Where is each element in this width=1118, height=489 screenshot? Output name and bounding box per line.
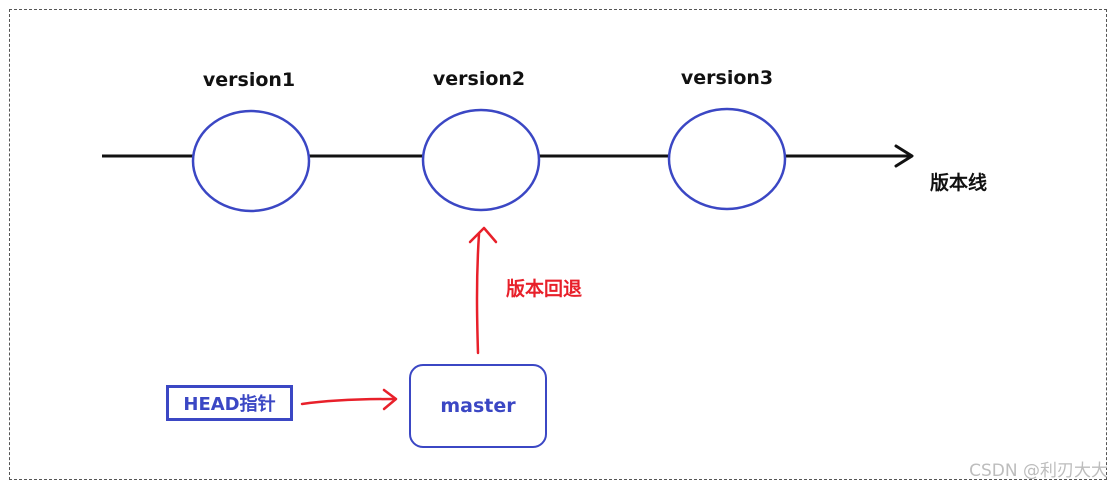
master-branch-box: master [409,364,547,448]
version3-node [667,107,787,211]
watermark: CSDN @利刃大大 [969,461,1108,481]
diagram-frame [9,9,1107,480]
version1-node [191,109,311,213]
timeline-arrowhead [894,144,914,168]
rollback-arrowhead [468,226,498,244]
head-pointer-arrowhead [382,388,398,411]
head-pointer-box: HEAD指针 [166,385,293,421]
version2-label: version2 [432,68,526,90]
rollback-label: 版本回退 [506,278,583,300]
rollback-arrow-line [475,232,481,355]
version1-label: version1 [202,69,296,91]
head-pointer-arrow-line [300,397,396,406]
timeline-label: 版本线 [930,172,988,194]
version3-label: version3 [680,67,774,89]
version2-node [421,108,541,212]
